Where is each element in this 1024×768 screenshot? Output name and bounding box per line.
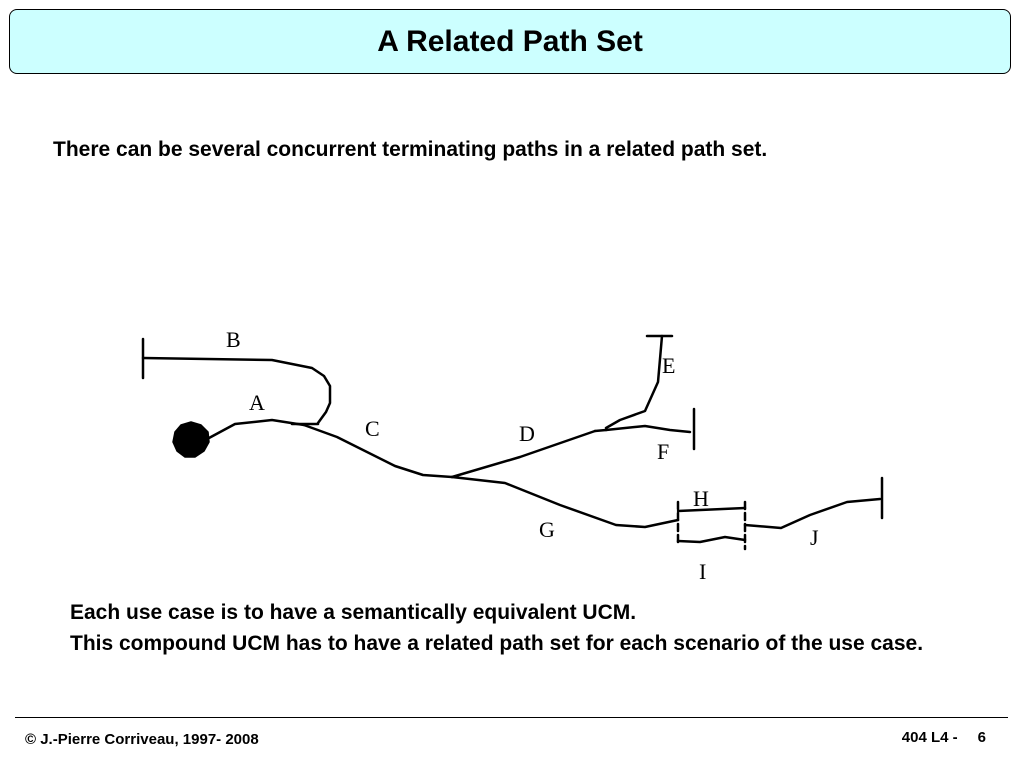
page-number: 6 bbox=[977, 729, 986, 746]
footer-divider bbox=[15, 717, 1008, 718]
label-b: B bbox=[226, 327, 241, 352]
slide-title: A Related Path Set bbox=[377, 24, 643, 58]
label-g: G bbox=[539, 517, 555, 542]
path-c bbox=[302, 423, 454, 479]
copyright-text: © J.-Pierre Corriveau, 1997- 2008 bbox=[25, 731, 259, 748]
slide-reference: 404 L4 - 6 bbox=[902, 729, 986, 746]
path-g bbox=[450, 475, 680, 529]
path-f bbox=[604, 424, 692, 434]
body-line: Each use case is to have a semantically … bbox=[70, 601, 637, 624]
path-b bbox=[141, 356, 332, 425]
fork-ef bbox=[593, 428, 608, 433]
start-point-icon bbox=[172, 421, 210, 458]
label-j: J bbox=[810, 525, 819, 550]
label-c: C bbox=[365, 416, 380, 441]
path-e bbox=[604, 334, 664, 430]
body-line: This compound UCM has to have a related … bbox=[70, 632, 924, 655]
path-h bbox=[676, 506, 747, 513]
title-banner: A Related Path Set bbox=[9, 9, 1011, 74]
path-i bbox=[676, 535, 747, 544]
path-d bbox=[450, 429, 597, 479]
label-f: F bbox=[657, 439, 669, 464]
label-e: E bbox=[662, 353, 675, 378]
course-code: 404 L4 - bbox=[901, 729, 958, 746]
label-h: H bbox=[693, 486, 709, 511]
path-a bbox=[207, 418, 306, 440]
label-i: I bbox=[699, 559, 706, 584]
label-a: A bbox=[249, 390, 265, 415]
label-d: D bbox=[519, 421, 535, 446]
body-text: Each use case is to have a semantically … bbox=[70, 597, 970, 659]
intro-text: There can be several concurrent terminat… bbox=[53, 138, 768, 161]
path-j bbox=[743, 497, 882, 530]
